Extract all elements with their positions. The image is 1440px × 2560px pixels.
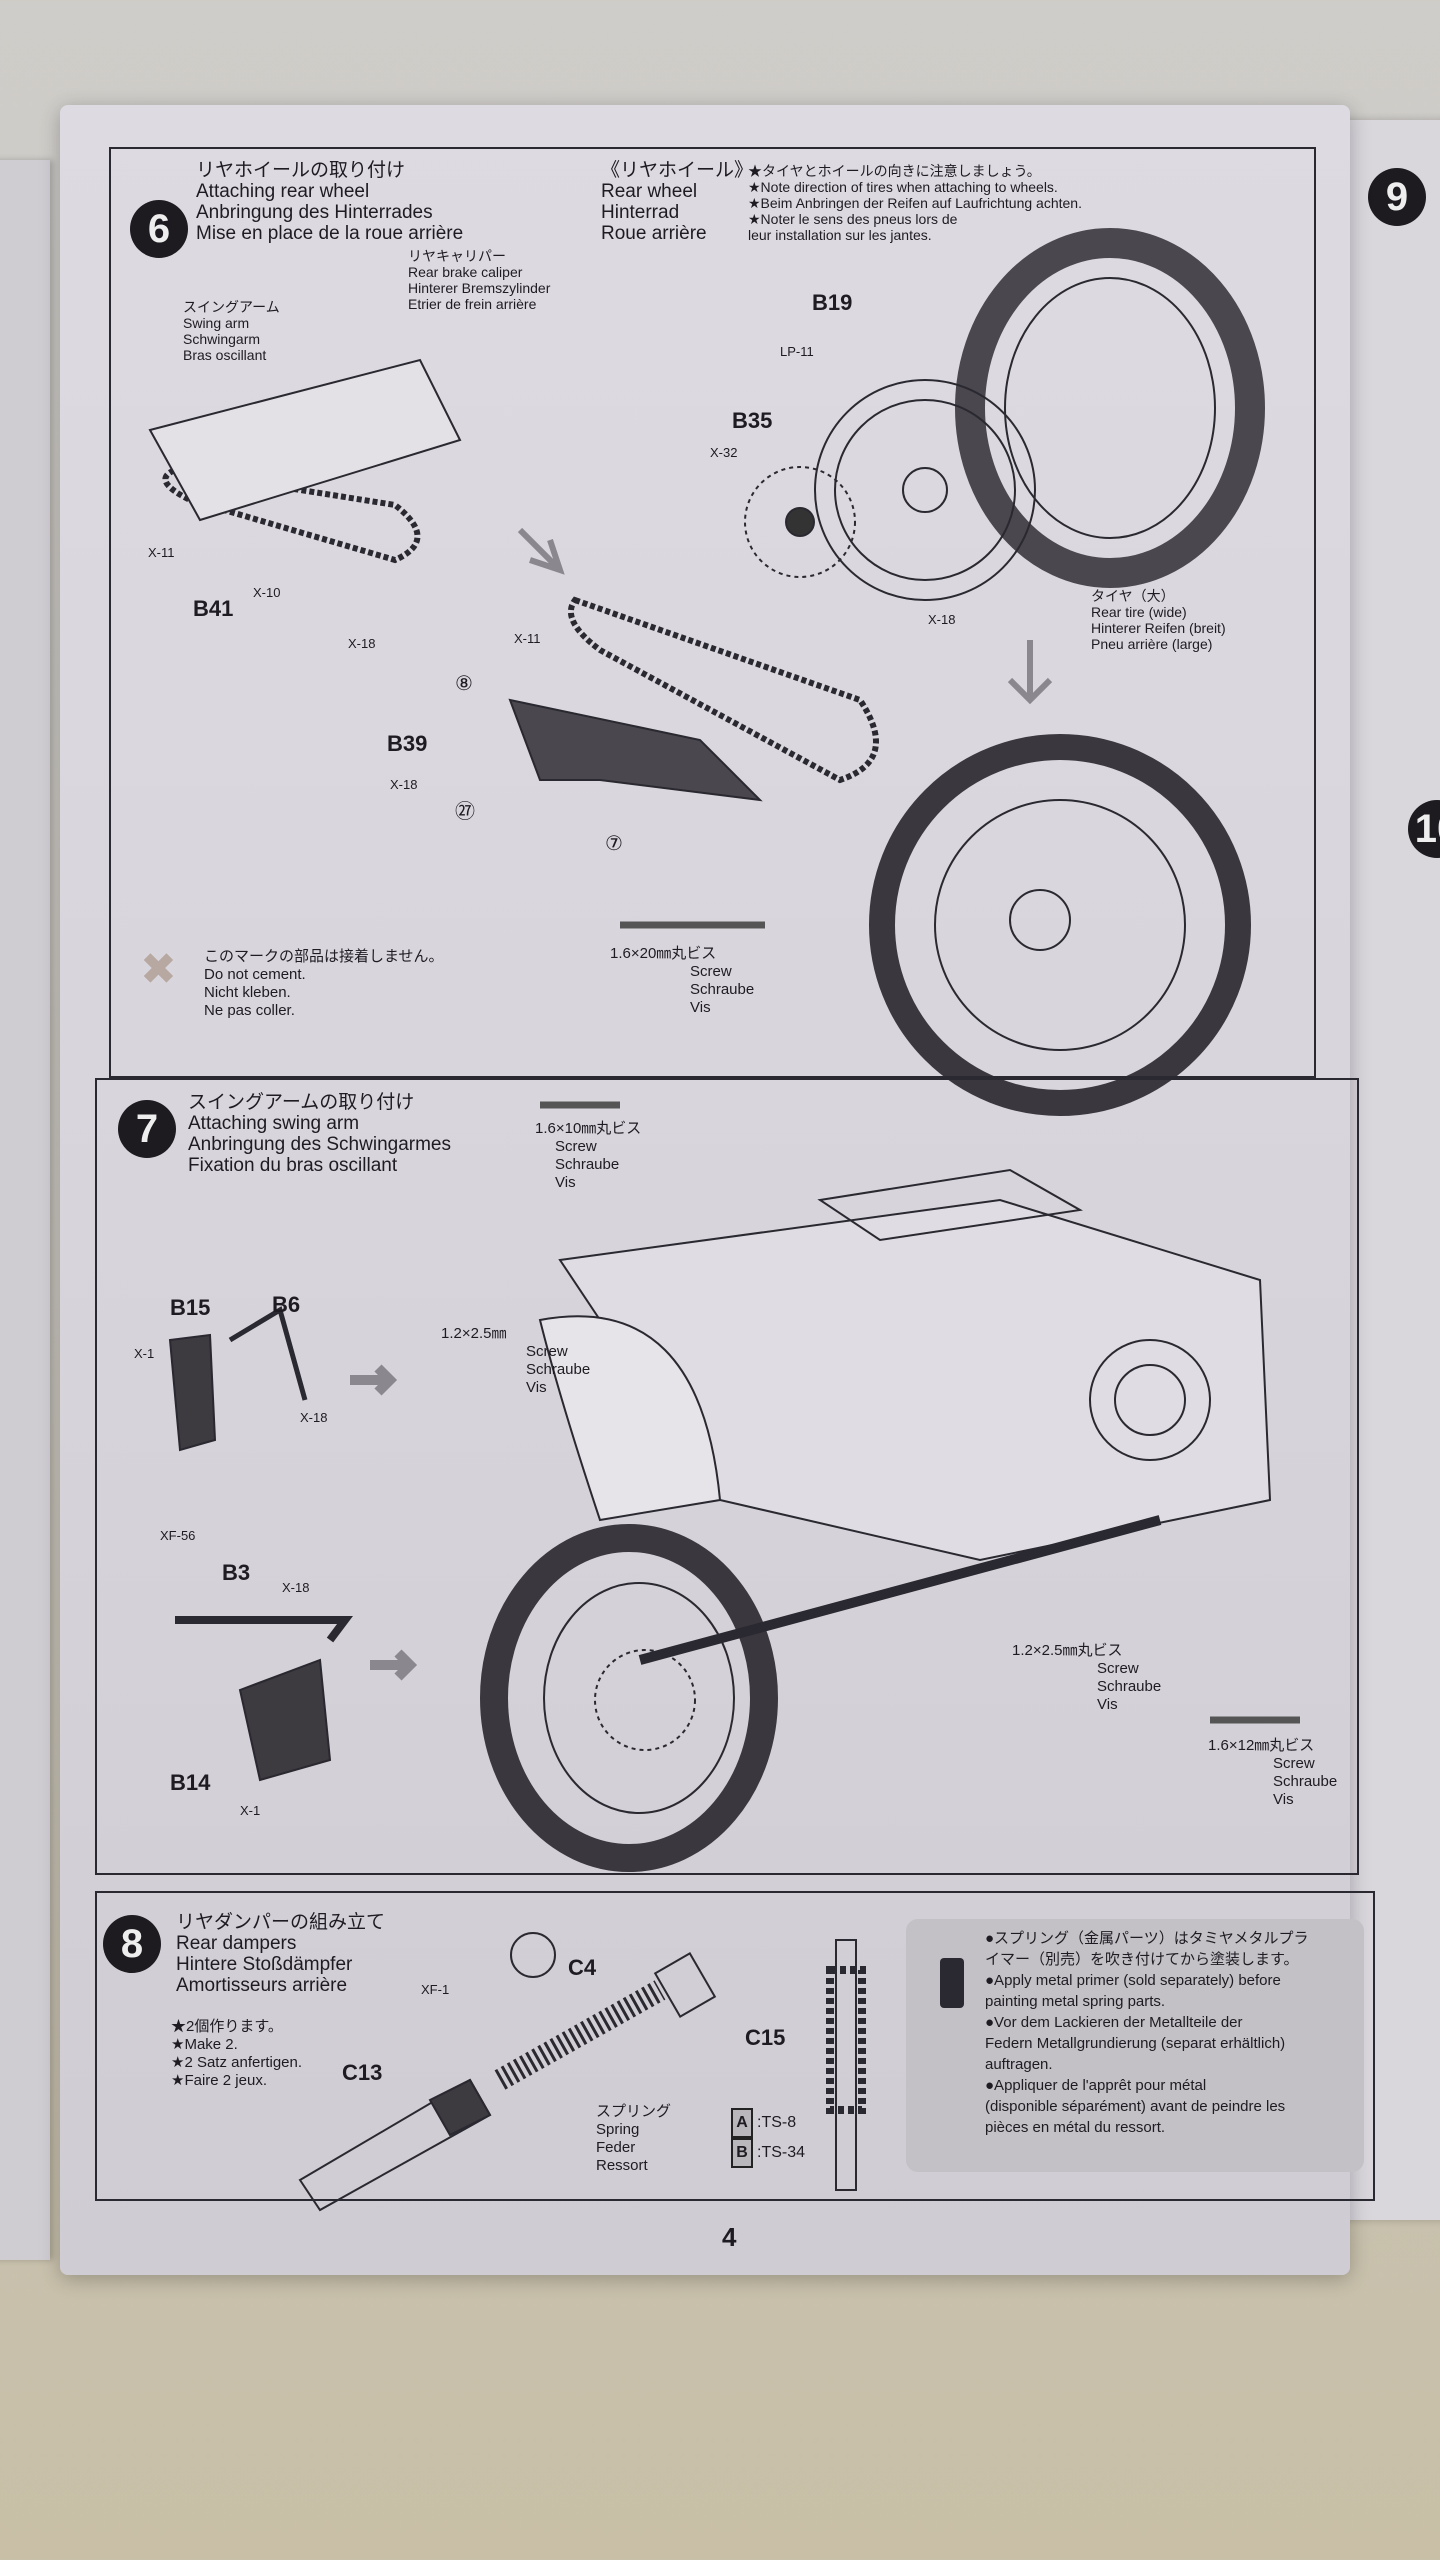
step6-tire-drawing (955, 228, 1265, 588)
page-number: 4 (722, 2222, 737, 2252)
step-8-number: 8 (103, 1915, 161, 1973)
step-6-panel (109, 147, 1316, 1078)
part-b15: B15 (170, 1295, 211, 1320)
part-b39: B39 (387, 731, 428, 756)
part-x18: X-18 (348, 636, 376, 651)
step7-arrow-2 (370, 1649, 418, 1681)
no-cement-icon: ✖ (140, 945, 177, 994)
part-c4: C4 (568, 1955, 597, 1980)
step6-arrow (517, 527, 565, 575)
part-x18: X-18 (282, 1580, 310, 1595)
do-not-cement-legend: このマークの部品は接着しません。Do not cement.Nicht kleb… (204, 948, 444, 1019)
part-b14: B14 (170, 1770, 211, 1795)
paint-xf1: XF-1 (421, 1982, 450, 1997)
part-b19: B19 (812, 290, 853, 315)
part-b3: B3 (222, 1560, 251, 1585)
part-c13: C13 (342, 2060, 383, 2085)
step7-swing-arm-drawing (638, 1515, 1162, 1665)
part-b35: B35 (732, 408, 773, 433)
step7-rear-wheel (480, 1524, 778, 1872)
step-8-panel (95, 1891, 1375, 2201)
step-7-number: 7 (118, 1100, 176, 1158)
paint-a: A:TS-8 (731, 2108, 805, 2138)
part-xf56: XF-56 (160, 1528, 196, 1543)
step6-chain-right (568, 596, 879, 784)
part-x11: X-11 (148, 545, 175, 560)
part-b41: B41 (193, 596, 234, 621)
part-b15-drawing (168, 1306, 308, 1452)
step8-damper-assembled (826, 1939, 866, 2191)
step6-brake-disc (744, 466, 856, 578)
part-x18: X-18 (390, 777, 418, 792)
step6-arrow-down (1007, 640, 1053, 705)
previous-page-edge (0, 160, 50, 2260)
part-x11: X-11 (514, 631, 541, 646)
step6-assembled-wheel (869, 734, 1251, 1116)
part-x1: X-1 (134, 1346, 155, 1361)
part-x18: X-18 (928, 612, 956, 627)
paint-codes: A:TS-8 B:TS-34 (731, 2108, 805, 2168)
marker-7: ⑦ (605, 833, 623, 855)
marker-8: ⑧ (455, 673, 473, 695)
step7-fender (538, 1315, 722, 1522)
spray-can-icon (940, 1930, 1020, 2008)
part-x10: X-10 (253, 585, 281, 600)
step-6-number: 6 (130, 200, 188, 258)
part-b6: B6 (272, 1292, 301, 1317)
step6-chain-left (162, 466, 421, 564)
step-10-number: 10 (1408, 800, 1440, 858)
primer-note-box (906, 1919, 1364, 2172)
tire-direction-note: ★タイヤとホイールの向きに注意しましょう。★Note direction of … (748, 163, 1082, 243)
step-7-panel (95, 1078, 1359, 1875)
step6-swingarm-left (148, 358, 462, 522)
part-b14-drawing (175, 1616, 353, 1782)
rear-tire-label: タイヤ（大）Rear tire (wide)Hinterer Reifen (b… (1091, 588, 1226, 652)
step6-chain-cover (508, 698, 763, 802)
primer-note: ●スプリング（金属パーツ）はタミヤメタルプライマー（別売）を吹き付けてから塗装し… (985, 1930, 1309, 2136)
part-c15: C15 (745, 2025, 786, 2050)
part-lp11: LP-11 (780, 344, 814, 359)
part-x32: X-32 (710, 445, 738, 460)
part-x18: X-18 (300, 1410, 328, 1425)
step7-arrow-1 (350, 1364, 398, 1396)
step-9-number: 9 (1368, 168, 1426, 226)
make-two-note: ★2個作ります。★Make 2.★2 Satz anfertigen.★Fair… (171, 2018, 303, 2089)
step6-rim-drawing (814, 379, 1036, 601)
marker-27: ㉗ (455, 801, 475, 823)
part-x1: X-1 (240, 1803, 261, 1818)
paint-b: B:TS-34 (731, 2138, 805, 2168)
